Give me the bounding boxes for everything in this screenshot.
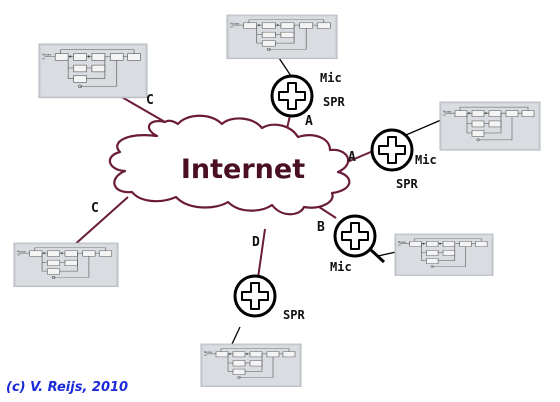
node-top-plus-icon: [270, 74, 314, 118]
label-a-top: A: [305, 114, 313, 129]
diagram-panel-top-left: [38, 43, 148, 99]
right-node-spr-label: SPR: [396, 177, 418, 191]
bottom-node-spr-label: SPR: [283, 308, 305, 322]
cloud-title: Internet: [181, 154, 305, 185]
label-b-right: B: [317, 220, 325, 235]
label-c-bottom-left: C: [91, 201, 99, 216]
label-c-top-left: C: [146, 93, 154, 108]
diagram-panel-right: [439, 101, 541, 151]
diagram-panel-lower-right: [394, 233, 494, 276]
label-d-bottom: D: [252, 235, 260, 250]
node-right-plus-icon: [370, 128, 414, 172]
top-node-mic-label: Mic: [320, 71, 342, 85]
copyright-credit: (c) V. Reijs, 2010: [6, 380, 128, 395]
link-bottom-node: [257, 228, 266, 279]
node-bottom-plus-icon: [233, 274, 277, 318]
diagram-panel-top: [226, 14, 338, 60]
label-a-right: A: [348, 150, 356, 165]
top-node-spr-label: SPR: [323, 95, 345, 109]
diagram-panel-left: [13, 242, 119, 288]
link-right-node: [344, 150, 374, 164]
node-lower-right-plus-icon: [333, 214, 386, 264]
internet-cloud: [108, 114, 351, 216]
right-node-mic-label: Mic: [415, 153, 437, 167]
link-bottom-left: [71, 196, 129, 248]
diagram-panel-bottom: [200, 343, 302, 388]
panel-links: [231, 57, 442, 345]
lower-right-node-mic-label: Mic: [330, 260, 352, 274]
